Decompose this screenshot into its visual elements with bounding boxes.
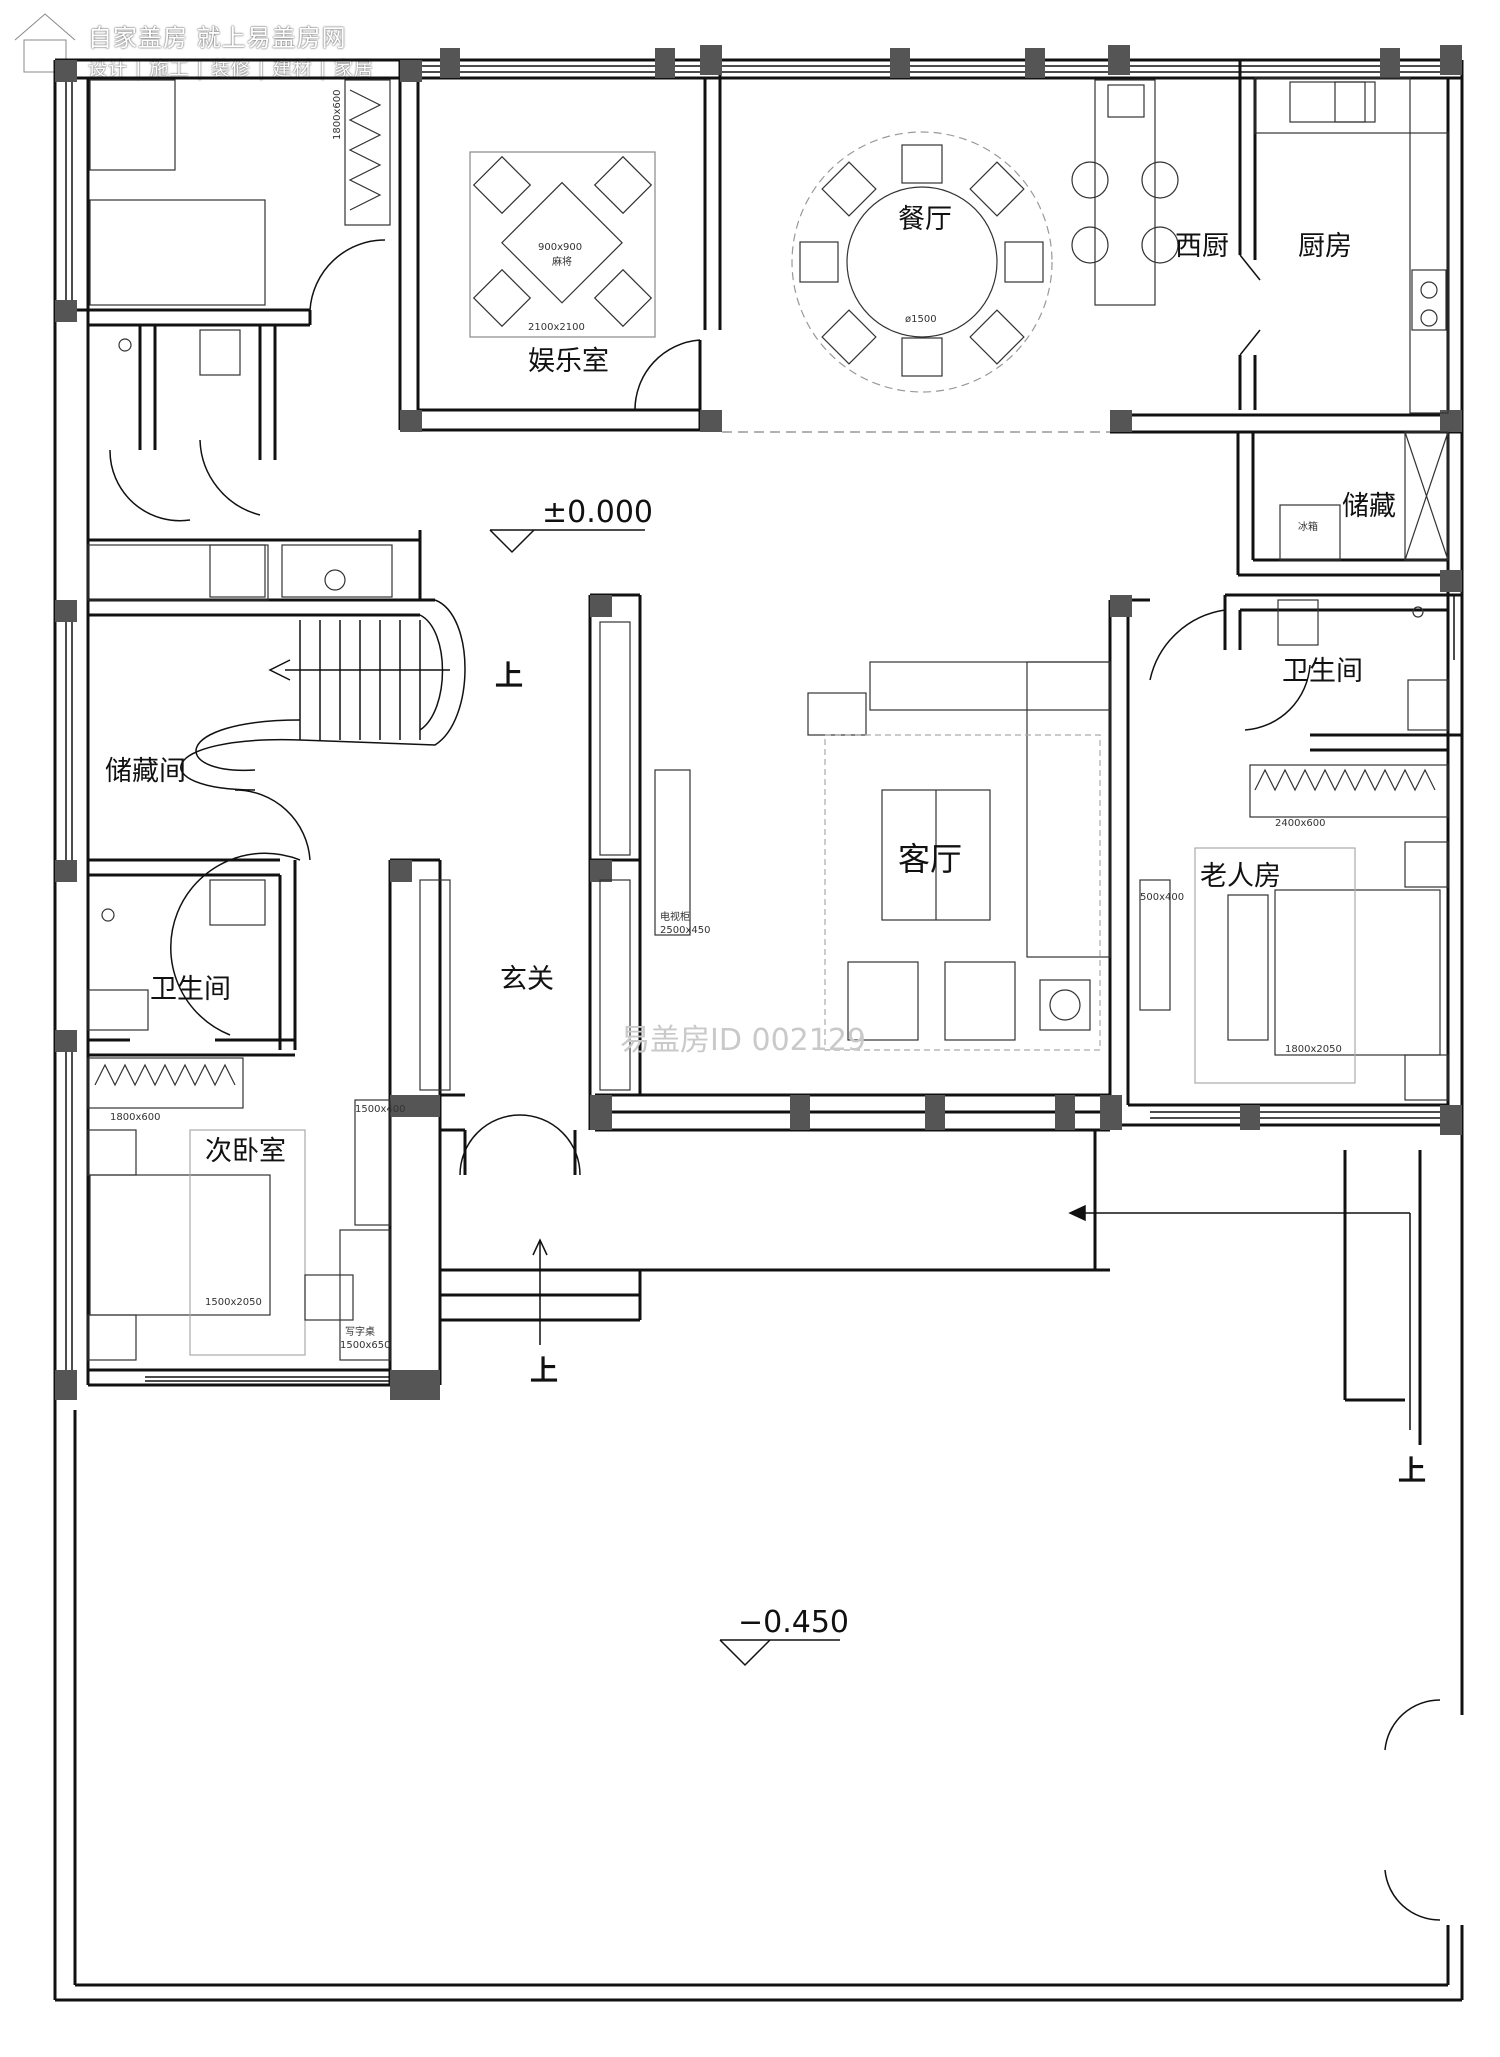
room-bathroom-east: 卫生间 [1282,656,1363,687]
note-shoe-cabinet: 1500x400 [355,1104,405,1115]
room-dining: 餐厅 [898,204,952,235]
note-elder-bed: 1800x2050 [1285,1044,1342,1055]
brand-slogan: 自家盖房 就上易盖房网 [88,24,347,52]
room-kitchen: 厨房 [1298,231,1352,262]
watermark-id: 易盖房ID 002129 [620,1023,866,1058]
structural-columns [55,45,1462,1400]
level-yard-label: −0.450 [738,1605,849,1640]
room-foyer: 玄关 [500,964,554,995]
level-marker-yard [719,1639,840,1667]
brand-services: 设计 | 施工 | 装修 | 建材 | 家居 [88,58,374,80]
entry-arrows [532,1204,1411,1430]
brand-logo: 自家盖房 就上易盖房网 设计 | 施工 | 装修 | 建材 | 家居 [10,8,430,80]
note-wardrobe-east: 2400x600 [1275,818,1325,829]
note-second-bed: 1500x2050 [205,1297,262,1308]
note-tv-size: 2500x450 [660,925,710,936]
room-storage-small: 储藏 [1342,491,1396,522]
room-bathroom-west: 卫生间 [150,974,231,1005]
note-wardrobe-west: 1800x600 [110,1112,160,1123]
note-tv-cabinet: 电视柜 [660,910,690,923]
note-dresser-size: 500x400 [1140,892,1184,903]
room-western-kitchen: 西厨 [1175,231,1229,262]
stair [180,599,466,791]
room-elderly: 老人房 [1200,861,1281,892]
note-rug-size: 2100x2100 [528,322,585,333]
entry-up-label: 上 [530,1354,558,1387]
level-marker-main [489,529,645,554]
room-storage: 储藏间 [105,756,186,787]
side-up-label: 上 [1398,1454,1426,1487]
note-round-table: ø1500 [905,314,937,325]
room-living: 客厅 [898,840,962,878]
furniture [87,77,1449,1361]
stair-up-label: 上 [495,659,523,692]
level-main-label: ±0.000 [542,495,653,530]
note-desk: 写字桌 [345,1325,375,1338]
window-mullions [440,48,1400,1130]
room-entertainment: 娱乐室 [528,346,609,377]
note-mahjong-size: 900x900 [538,242,582,253]
note-fridge: 冰箱 [1298,520,1318,533]
note-mahjong: 麻将 [552,255,572,268]
note-wardrobe-tall: 1800x600 [332,90,343,140]
doors [109,239,1441,1921]
note-desk-size: 1500x650 [340,1340,390,1351]
room-second-bedroom: 次卧室 [205,1136,286,1167]
house-logo-icon [13,10,77,75]
